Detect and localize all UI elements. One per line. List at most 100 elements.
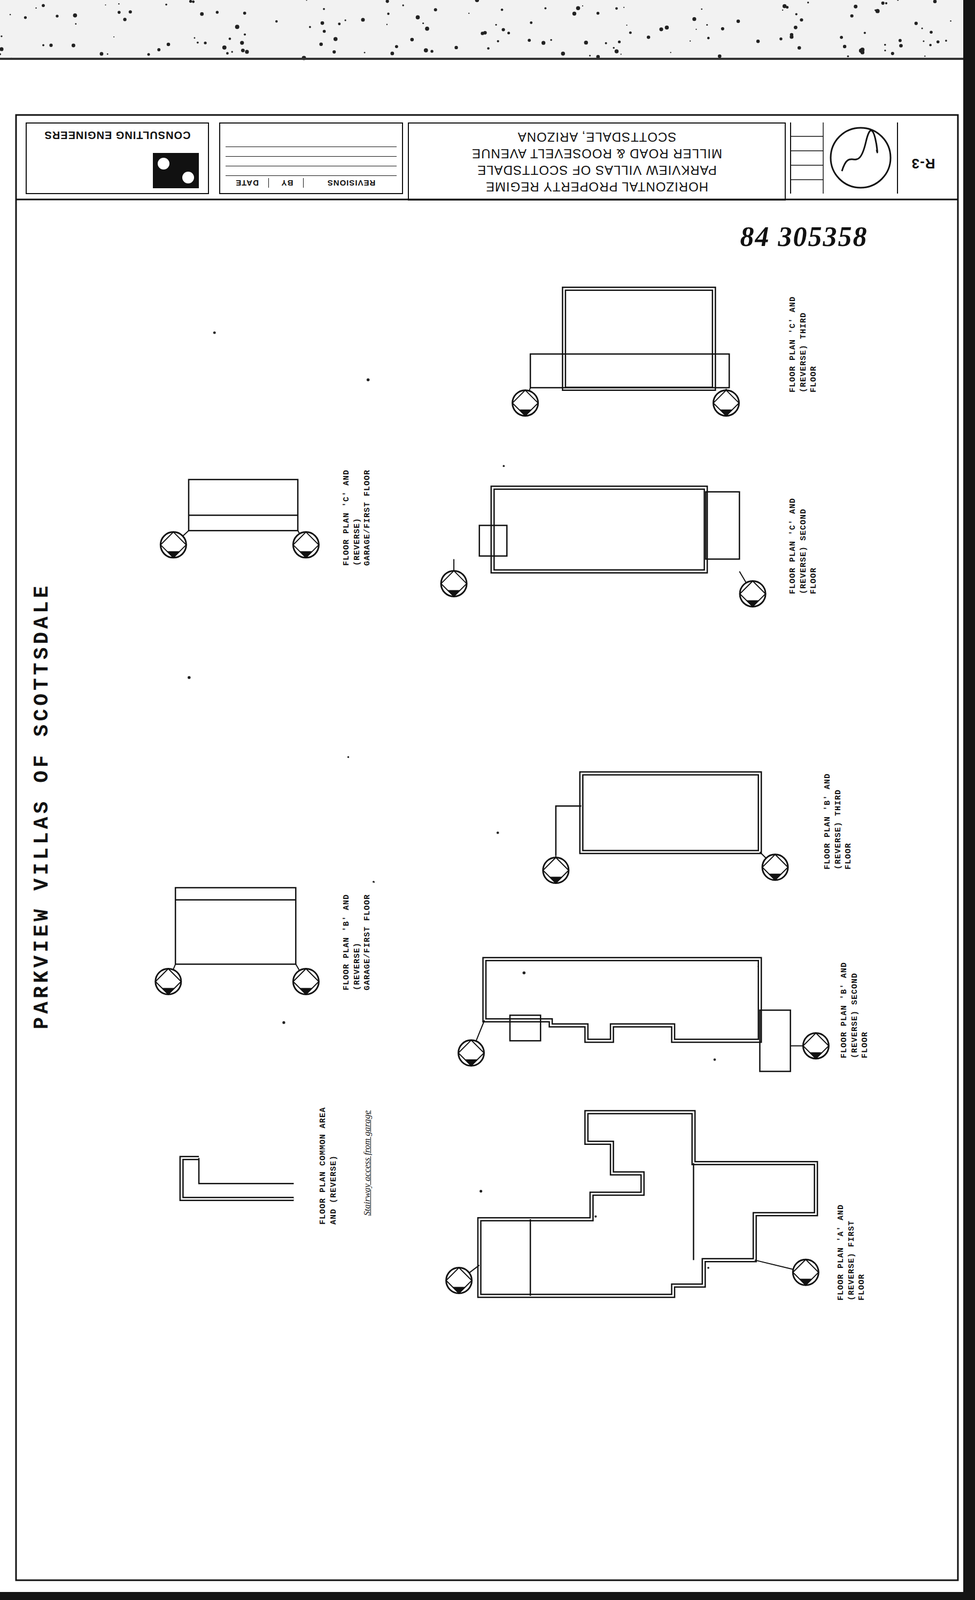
title-block-line: SCOTTSDALE, ARIZONA xyxy=(517,128,677,145)
section-marker xyxy=(458,1039,484,1066)
section-marker-fill xyxy=(549,876,563,884)
scan-speck xyxy=(49,43,53,48)
scan-edge-bar xyxy=(0,1591,975,1600)
scan-speck xyxy=(213,331,216,335)
table-header: BY xyxy=(271,178,304,188)
wall-double-line-gap xyxy=(492,487,707,571)
scan-speck xyxy=(850,14,854,18)
table-row-rule xyxy=(225,146,397,157)
scan-speck xyxy=(700,8,703,11)
floor-plan-outline xyxy=(512,288,740,416)
table-row-rule xyxy=(225,156,397,167)
plan-caption: FLOOR PLAN 'A' AND (REVERSE) FIRST FLOOR xyxy=(835,1192,869,1302)
section-marker-diamond xyxy=(802,1032,829,1059)
scan-speck xyxy=(422,22,424,25)
scan-speck xyxy=(706,24,708,26)
scan-speck xyxy=(922,40,925,42)
section-marker-diamond xyxy=(543,857,569,884)
section-marker-diamond xyxy=(739,580,766,607)
wall-line xyxy=(188,479,298,531)
section-marker-diamond xyxy=(292,531,319,558)
scan-speck xyxy=(860,47,865,52)
scan-speck xyxy=(646,35,650,39)
scan-speck xyxy=(122,17,127,21)
scan-speck xyxy=(24,16,27,19)
floor-plan-outline xyxy=(543,772,788,883)
scan-speck xyxy=(572,11,577,16)
scan-speck xyxy=(501,27,506,32)
scan-speck xyxy=(717,54,722,59)
scan-speck xyxy=(629,31,632,35)
scan-speck xyxy=(222,45,227,50)
section-leader xyxy=(173,963,176,970)
section-leader xyxy=(453,559,455,571)
scan-speck xyxy=(899,43,903,48)
scan-speck xyxy=(502,465,505,468)
scan-edge xyxy=(0,0,975,60)
wall-double-line-gap xyxy=(563,288,714,389)
scan-speck xyxy=(475,0,479,3)
engineer-logo xyxy=(152,152,199,189)
scan-speck xyxy=(854,5,857,9)
scan-speck xyxy=(863,31,866,34)
table-rows xyxy=(225,137,397,176)
wall-double-line xyxy=(563,288,714,389)
scan-edge-bar xyxy=(963,0,975,1600)
scan-speck xyxy=(454,45,458,50)
revisions-table: REVISIONSBYDATE xyxy=(219,122,404,195)
scan-speck xyxy=(479,1189,483,1193)
scan-speck xyxy=(584,40,588,45)
node-content: HORIZONTAL PROPERTY REGIMEPARKVIEW VILLA… xyxy=(414,128,780,194)
scan-speck xyxy=(282,1020,285,1024)
section-marker-fill xyxy=(299,987,313,994)
scan-speck xyxy=(782,4,787,9)
floor-plan-outline xyxy=(160,479,319,558)
section-leader xyxy=(295,963,300,971)
wall-line xyxy=(555,805,582,855)
scan-speck xyxy=(914,21,918,26)
scan-speck xyxy=(721,27,725,31)
section-marker-diamond xyxy=(446,1267,472,1294)
scan-speck xyxy=(625,24,628,26)
scan-speck xyxy=(494,24,497,26)
scan-speck xyxy=(589,54,591,57)
scan-speck xyxy=(807,1,809,4)
table-header: REVISIONS xyxy=(305,178,397,188)
wall-double-line-gap xyxy=(581,772,761,852)
section-marker-fill xyxy=(719,409,733,416)
scan-speck xyxy=(322,29,327,34)
section-leader xyxy=(759,851,766,858)
section-leader xyxy=(182,530,189,536)
scan-speck xyxy=(203,41,207,45)
node-content: CONSULTING ENGINEERS xyxy=(32,128,203,142)
scan-speck xyxy=(782,9,784,11)
title-block-rule xyxy=(790,179,824,181)
scan-speck xyxy=(522,971,526,975)
scan-speck xyxy=(881,1,885,5)
scan-speck xyxy=(884,49,886,52)
scan-speck xyxy=(308,26,312,29)
title-block-divider xyxy=(790,122,792,194)
wall-line xyxy=(479,525,508,556)
section-marker-diamond xyxy=(292,968,319,994)
section-marker xyxy=(160,531,187,558)
sheet-frame xyxy=(16,114,958,1580)
section-marker-fill xyxy=(519,409,532,416)
scan-speck xyxy=(118,3,120,5)
scan-speck xyxy=(147,52,151,56)
section-marker xyxy=(792,1258,819,1285)
engineer-logo xyxy=(182,171,195,184)
scan-speck xyxy=(612,47,615,49)
scan-speck xyxy=(415,15,421,20)
wall-line xyxy=(188,514,298,516)
scan-speck xyxy=(410,37,415,42)
scan-speck xyxy=(582,5,584,7)
wall-double-line xyxy=(181,1157,294,1199)
title-block-divider xyxy=(896,122,899,194)
wall-line xyxy=(529,1218,532,1296)
wall-line xyxy=(175,887,296,964)
wall-line xyxy=(175,899,296,901)
scan-speck xyxy=(344,19,346,21)
scan-speck xyxy=(128,10,133,14)
scan-speck xyxy=(73,13,78,18)
